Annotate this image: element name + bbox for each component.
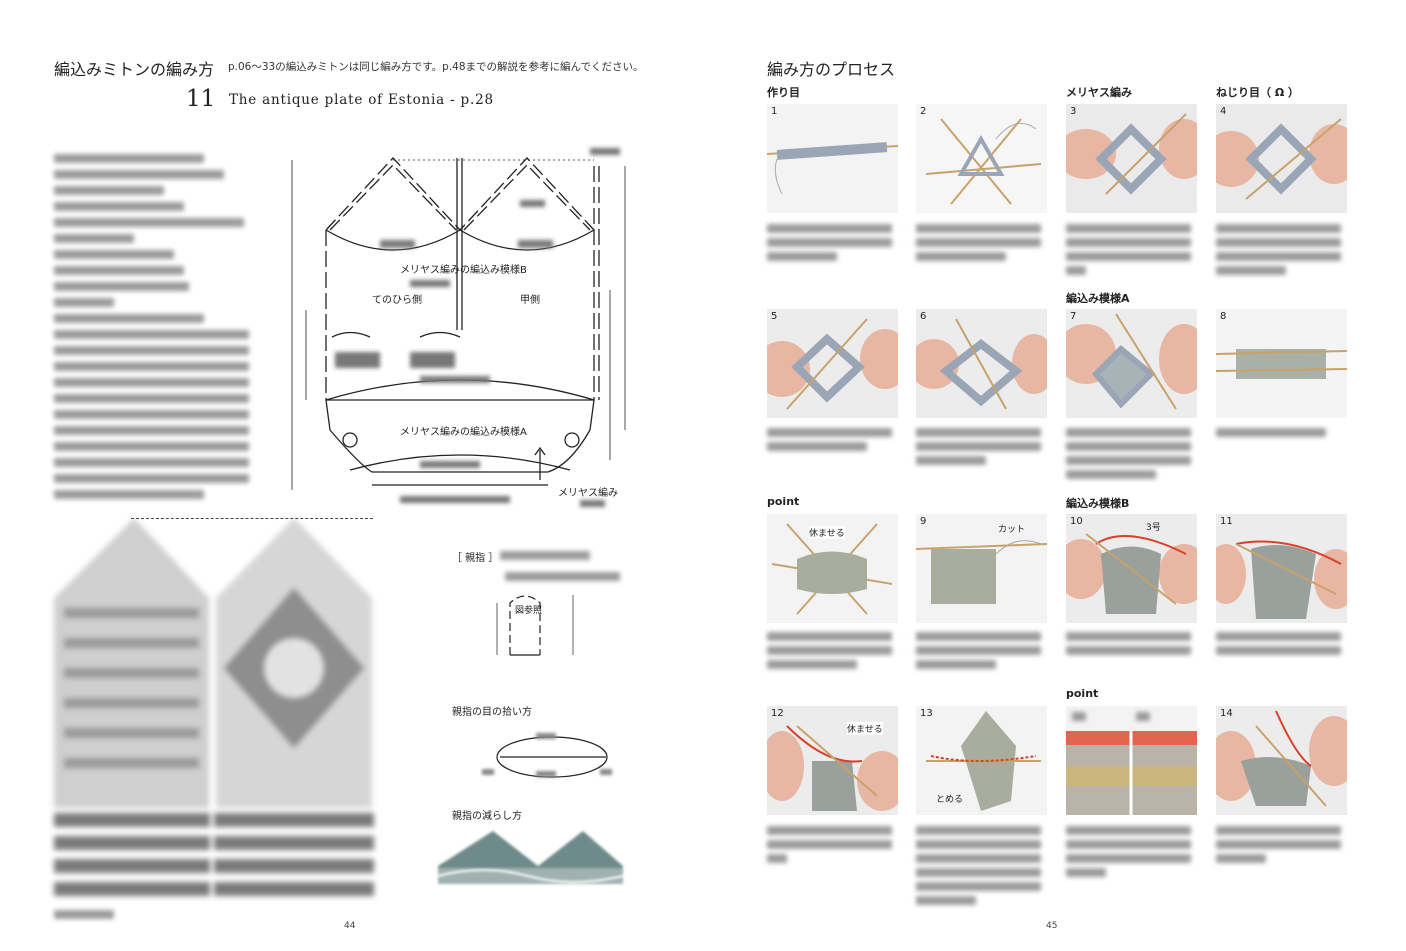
step-photo-8: 8	[1216, 309, 1347, 418]
page-number-right: 45	[1046, 921, 1058, 931]
decrease-title: 親指の減らし方	[452, 811, 522, 822]
process-title: 編み方のプロセス	[767, 60, 896, 79]
mitten-schematic: メリヤス編みの編込み模様B てのひら側 甲側 メリヤス編みの編込み模様A メリヤ…	[291, 148, 626, 507]
thumb-ref: 図参照	[515, 604, 542, 616]
section-pattern-a: 編込み模様A	[1066, 292, 1130, 305]
section-pattern-b: 編込み模様B	[1066, 497, 1130, 510]
step-photo-14: 14	[1216, 706, 1347, 815]
step-number: 1	[771, 106, 778, 117]
point-photo-2	[1066, 706, 1197, 815]
step-photo-12: 12 休ませる	[767, 706, 898, 815]
label-pattern-b: メリヤス編みの編込み模様B	[400, 263, 527, 276]
section-point-2: point	[1066, 687, 1099, 700]
step-number: 8	[1220, 311, 1227, 322]
step-photo-6: 6	[916, 309, 1047, 418]
section-title: 編込みミトンの編み方	[54, 60, 215, 79]
step-photo-10: 10 3号	[1066, 514, 1197, 623]
page-number-left: 44	[344, 921, 356, 931]
step-photo-11: 11	[1216, 514, 1347, 623]
step-photo-1: 1	[767, 104, 898, 213]
section-point-1: point	[767, 495, 800, 508]
label-back: 甲側	[520, 293, 540, 306]
step-number: 10	[1070, 516, 1083, 527]
right-page: 編み方のプロセス 作り目 メリヤス編み ねじり目（ Ω ） 編込み模様A poi…	[703, 0, 1406, 951]
step-number: 4	[1220, 106, 1227, 117]
section-stockinette: メリヤス編み	[1066, 86, 1132, 99]
step-photo-3: 3	[1066, 104, 1197, 213]
step-number: 13	[920, 708, 933, 719]
pickup-title: 親指の目の拾い方	[452, 707, 532, 718]
step-photo-9: 9 カット	[916, 514, 1047, 623]
pickup-diagram	[482, 733, 612, 778]
photo-label-rest-2: 休ませる	[847, 722, 883, 735]
section-twisted: ねじり目（ Ω ）	[1216, 86, 1300, 99]
intro-text: p.06～33の編込みミトンは同じ編み方です。p.48までの解説を参考に編んでく…	[228, 61, 644, 73]
photo-label-size: 3号	[1146, 523, 1161, 533]
thumb-label: ［ 親指 ］	[452, 553, 499, 564]
left-page: 編込みミトンの編み方 p.06～33の編込みミトンは同じ編み方です。p.48まで…	[54, 60, 644, 931]
step-photo-4: 4	[1216, 104, 1347, 213]
step-number: 3	[1070, 106, 1077, 117]
step-number: 6	[920, 311, 927, 322]
label-palm: てのひら側	[372, 293, 422, 306]
decrease-chart	[438, 831, 624, 884]
step-photo-13: 13 とめる	[916, 706, 1047, 815]
step-number: 5	[771, 311, 778, 322]
pattern-number: 11	[186, 86, 216, 112]
step-number: 2	[920, 106, 927, 117]
chart-caption	[54, 910, 114, 919]
thumb-diagram: 図参照	[496, 595, 574, 656]
step-photo-7: 7	[1066, 309, 1197, 418]
label-pattern-a: メリヤス編みの編込み模様A	[400, 425, 527, 438]
photo-label-tie: とめる	[936, 795, 964, 805]
point-photo-1: 休ませる	[767, 514, 898, 623]
pattern-title: The antique plate of Estonia - p.28	[229, 92, 494, 108]
step-number: 12	[771, 708, 784, 719]
step-number: 11	[1220, 516, 1233, 527]
photo-label-cut: カット	[998, 525, 1026, 535]
step-photo-2: 2	[916, 104, 1047, 213]
step-number: 7	[1070, 311, 1077, 322]
colorwork-chart	[54, 518, 374, 908]
chart-top-line	[131, 518, 373, 519]
step-number: 14	[1220, 708, 1233, 719]
step-photo-5: 5	[767, 309, 898, 418]
step-number: 9	[920, 516, 927, 527]
photo-label-rest: 休ませる	[809, 526, 845, 539]
section-cast-on: 作り目	[767, 86, 800, 99]
label-stockinette: メリヤス編み	[558, 486, 618, 499]
